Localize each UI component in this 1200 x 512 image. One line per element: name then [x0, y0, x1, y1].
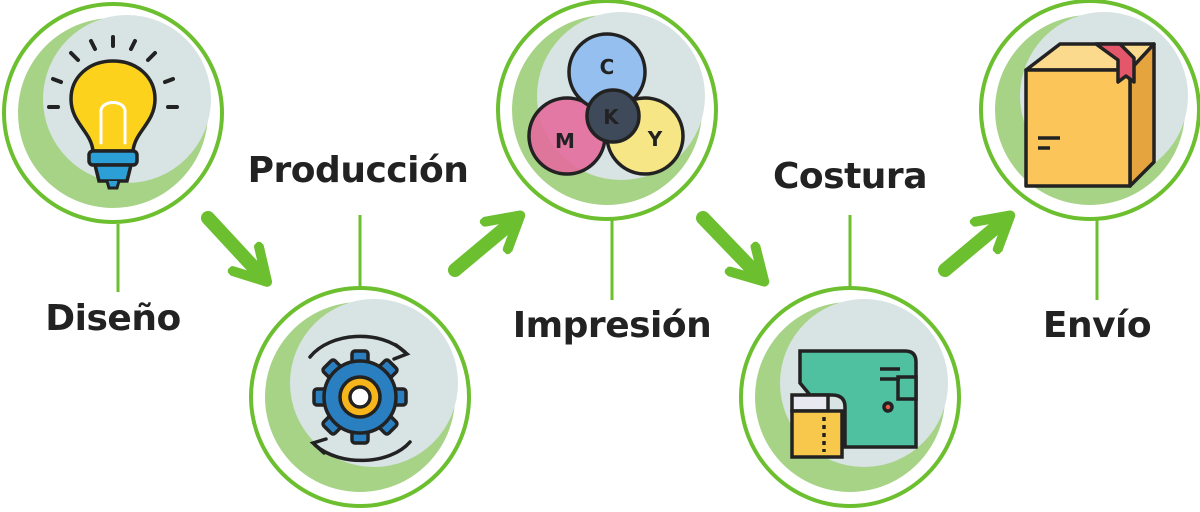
arrow-up-right-1: [448, 224, 510, 277]
venn-label-k: K: [603, 105, 620, 129]
arrow-down-right-2: [696, 211, 755, 272]
step-produccion-circle: [249, 286, 471, 508]
lightbulb-icon: [47, 35, 179, 190]
step-label-envio: Envío: [1042, 305, 1152, 346]
step-diseno-circle: [2, 2, 224, 224]
box-icon: [1024, 42, 1156, 188]
step-envio-circle: [979, 0, 1200, 221]
venn-label-m: M: [555, 129, 575, 153]
gear-cycle-icon: [308, 334, 412, 463]
step-impresion-circle: C M Y K: [496, 0, 718, 221]
sewing-machine-icon: [790, 349, 918, 459]
step-label-costura: Costura: [773, 156, 927, 197]
step-label-produccion: Producción: [247, 150, 469, 191]
arrow-down-right-1: [201, 211, 258, 272]
arrow-up-right-2: [938, 224, 1000, 277]
venn-label-y: Y: [647, 127, 663, 151]
step-costura-circle: [739, 286, 961, 508]
step-label-impresion: Impresión: [512, 305, 712, 346]
cmyk-venn-icon: C M Y K: [527, 32, 685, 176]
venn-label-c: C: [600, 55, 615, 79]
connector-lines: [116, 215, 1099, 300]
step-label-diseno: Diseño: [45, 298, 181, 339]
